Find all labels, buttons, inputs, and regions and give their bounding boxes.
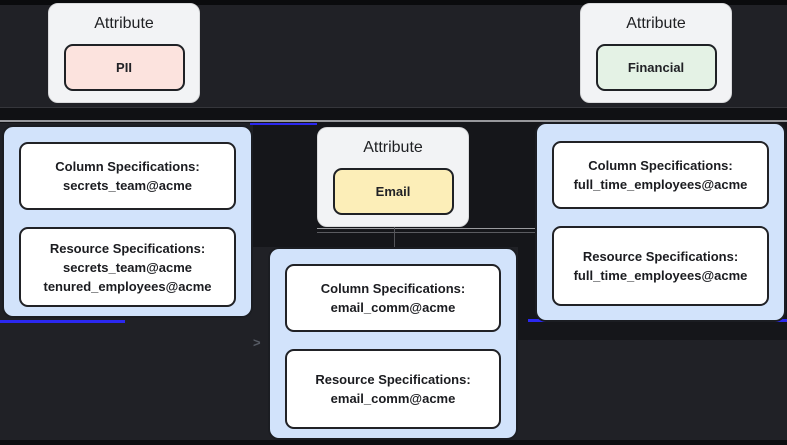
- attribute-node-title: Attribute: [363, 139, 423, 156]
- spec-group-secrets-team[interactable]: Column Specifications: secrets_team@acme…: [2, 125, 253, 318]
- spec-card-value: secrets_team@acme: [62, 259, 193, 275]
- highlighted-edge-left[interactable]: [0, 320, 125, 323]
- attribute-badge-email[interactable]: Email: [332, 168, 454, 215]
- attribute-node-email[interactable]: Attribute Email: [317, 127, 469, 227]
- bottom-edge-band: [0, 440, 787, 445]
- spec-card-title: Column Specifications:: [55, 159, 200, 174]
- highlighted-edge-top[interactable]: [250, 123, 317, 125]
- chevron-right-icon: >: [253, 335, 261, 350]
- spec-card-title: Resource Specifications:: [49, 240, 206, 256]
- column-spec-card[interactable]: Column Specifications: secrets_team@acme: [19, 142, 236, 210]
- column-spec-card[interactable]: Column Specifications: email_comm@acme: [285, 264, 501, 332]
- horizontal-rule-top: [0, 120, 787, 122]
- email-connector-line: [394, 227, 395, 247]
- column-spec-card[interactable]: Column Specifications: full_time_employe…: [552, 141, 769, 209]
- horizontal-rule-mid-2: [317, 232, 535, 233]
- resource-spec-card[interactable]: Resource Specifications: secrets_team@ac…: [19, 227, 236, 307]
- resource-spec-card[interactable]: Resource Specifications: email_comm@acme: [285, 349, 501, 429]
- attribute-badge-pii[interactable]: PII: [63, 44, 185, 91]
- spec-card-value: email_comm@acme: [330, 391, 456, 406]
- horizontal-edge-band: [0, 107, 787, 123]
- attribute-node-pii[interactable]: Attribute PII: [48, 3, 200, 103]
- spec-group-email-comm[interactable]: Column Specifications: email_comm@acme R…: [268, 247, 518, 440]
- spec-card-title: Resource Specifications:: [315, 372, 471, 387]
- horizontal-rule-mid-1: [317, 228, 535, 229]
- spec-group-full-time-employees[interactable]: Column Specifications: full_time_employe…: [535, 122, 786, 322]
- spec-card-value: tenured_employees@acme: [43, 278, 212, 294]
- spec-card-title: Column Specifications:: [320, 281, 466, 296]
- attribute-node-financial[interactable]: Attribute Financial: [580, 3, 732, 103]
- spec-card-value: secrets_team@acme: [62, 178, 193, 193]
- resource-spec-card[interactable]: Resource Specifications: full_time_emplo…: [552, 226, 769, 306]
- spec-card-title: Column Specifications:: [588, 158, 733, 173]
- spec-card-value: full_time_employees@acme: [573, 268, 748, 283]
- spec-card-value: email_comm@acme: [330, 300, 456, 315]
- attribute-badge-financial[interactable]: Financial: [595, 44, 717, 91]
- top-edge-band: [0, 0, 787, 5]
- spec-card-title: Resource Specifications:: [582, 249, 739, 264]
- attribute-node-title: Attribute: [94, 15, 154, 32]
- spec-card-value: full_time_employees@acme: [573, 177, 748, 192]
- attribute-node-title: Attribute: [626, 15, 686, 32]
